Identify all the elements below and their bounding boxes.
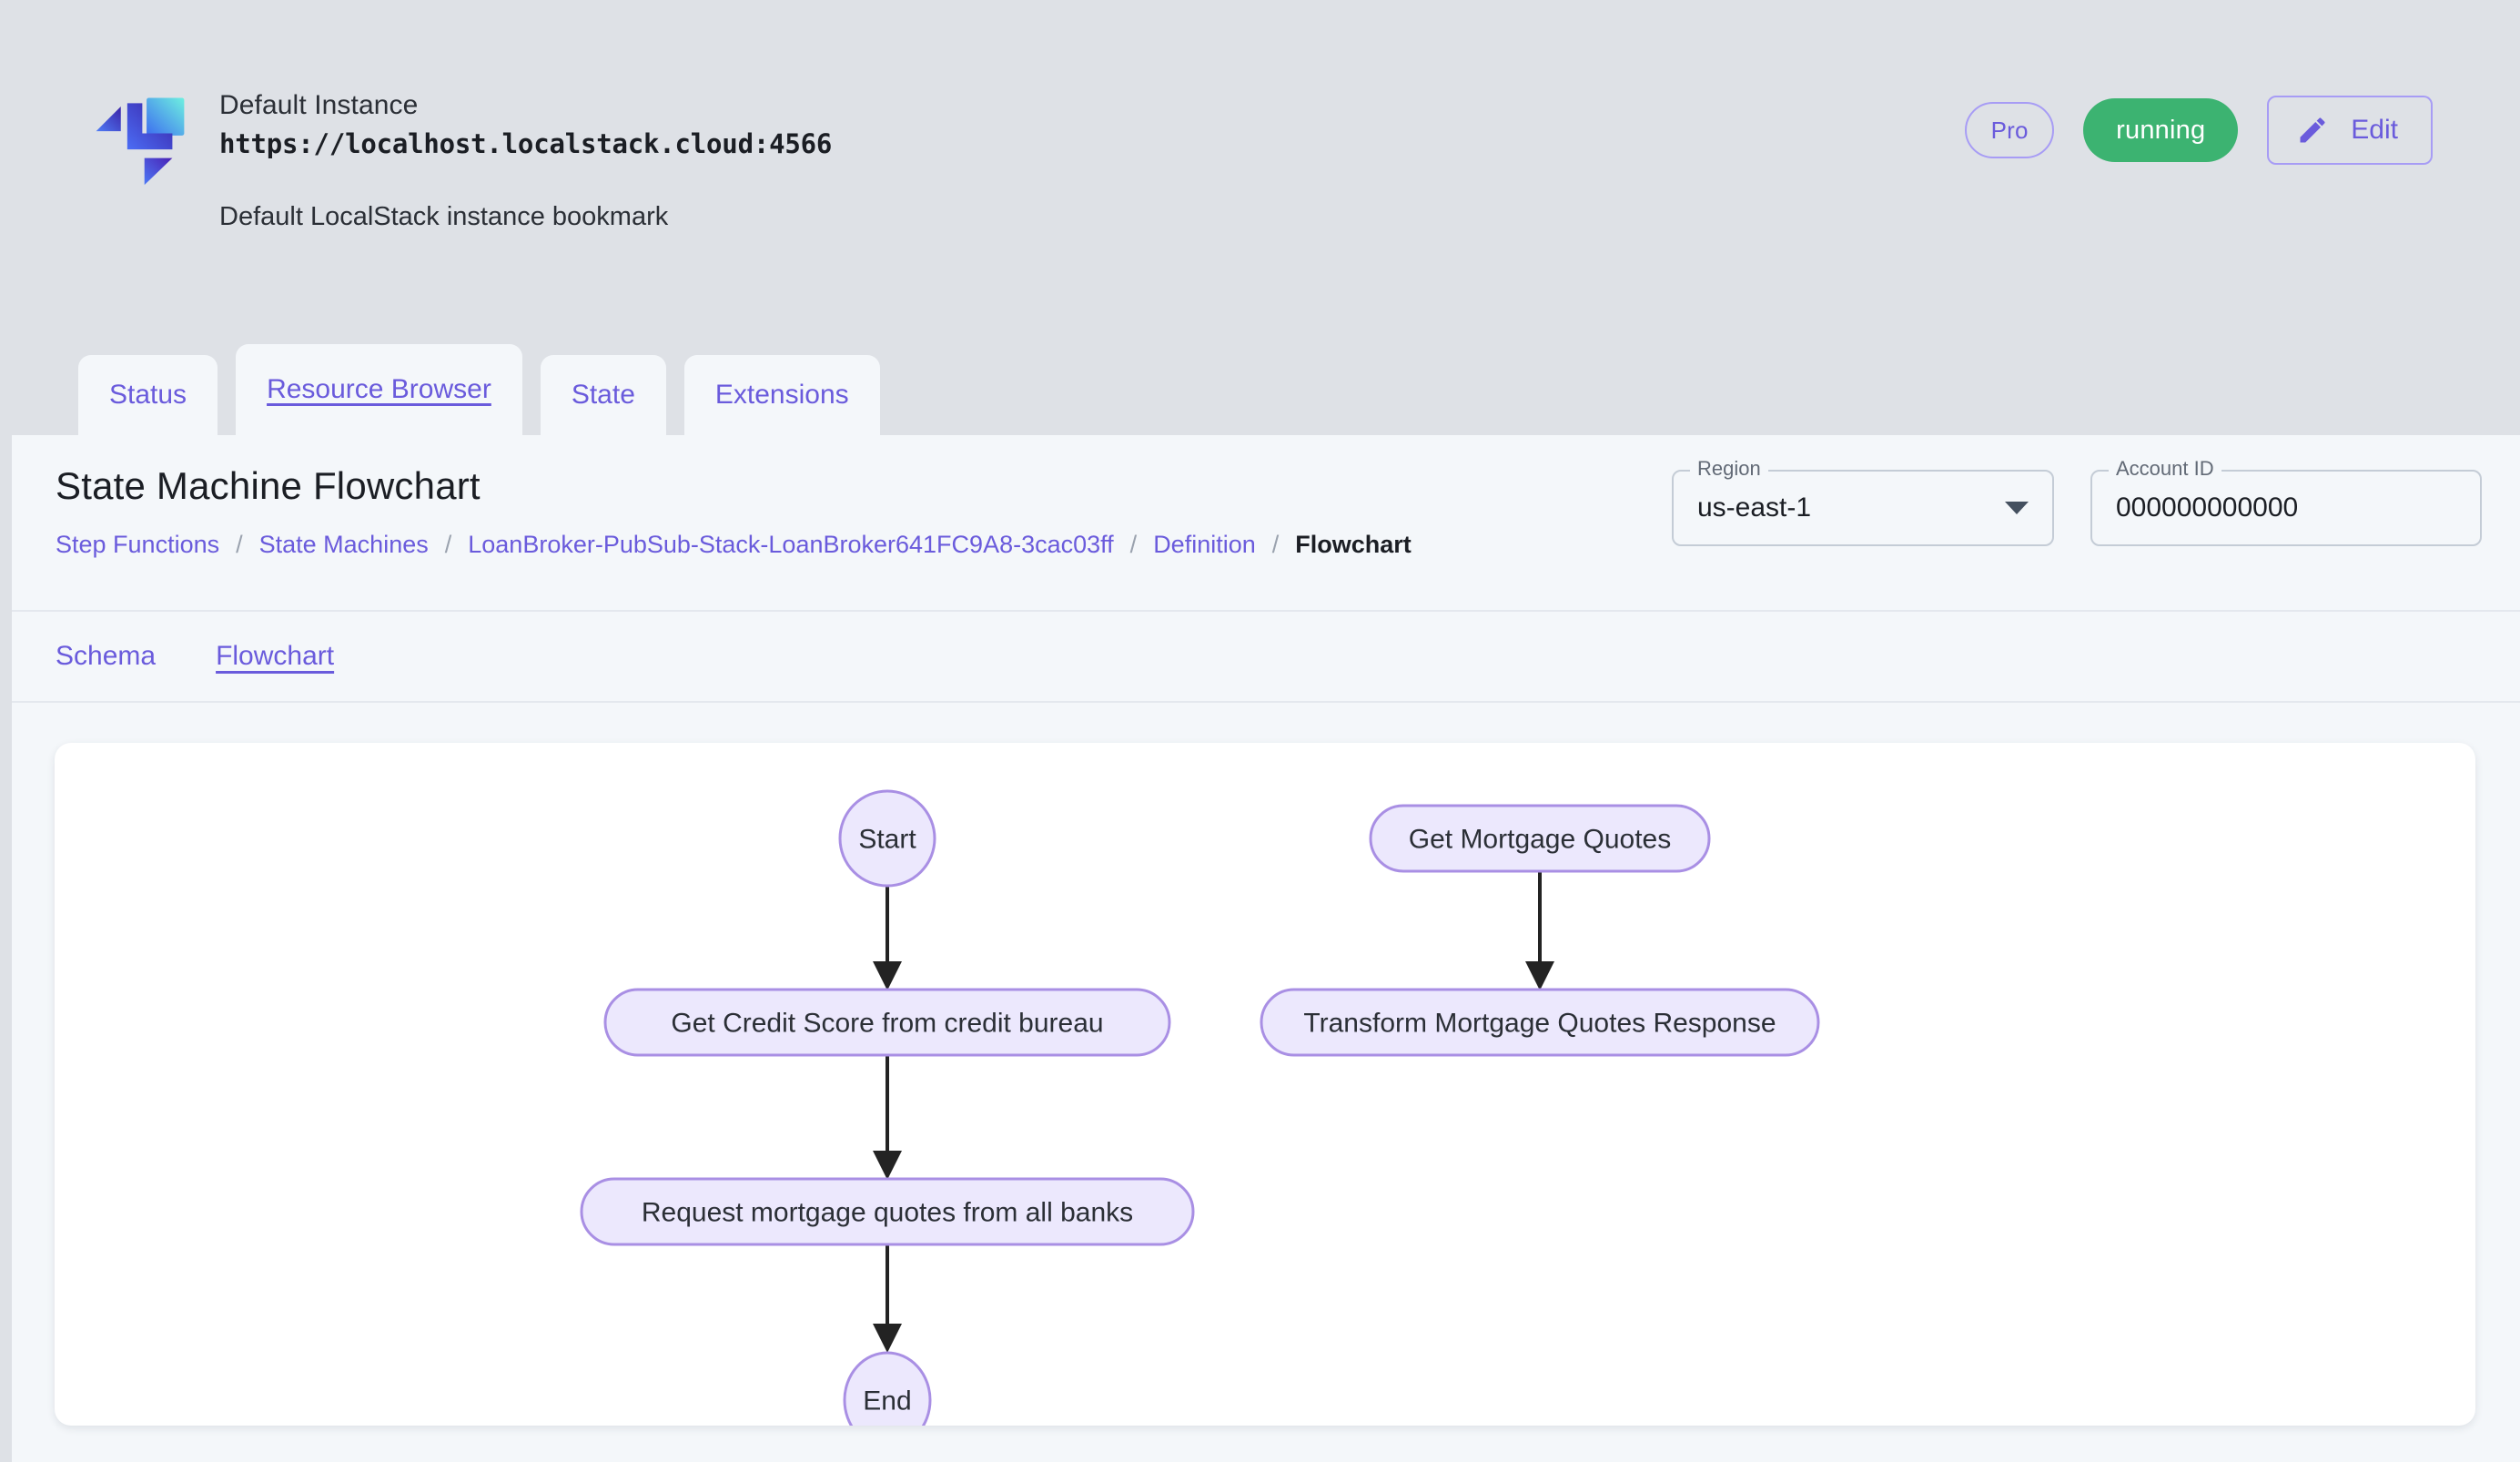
instance-description: Default LocalStack instance bookmark xyxy=(219,201,669,231)
flow-edge-request-to-end xyxy=(873,1244,902,1353)
tab-state-label: State xyxy=(571,380,635,410)
breadcrumb-item-flowchart: Flowchart xyxy=(1295,531,1412,558)
breadcrumb-separator: / xyxy=(1129,531,1138,558)
breadcrumb-item-state-machines[interactable]: State Machines xyxy=(258,531,429,558)
breadcrumb-item-definition[interactable]: Definition xyxy=(1153,531,1256,558)
flow-node-get-mortgage-quotes[interactable]: Get Mortgage Quotes xyxy=(1369,804,1711,873)
breadcrumb-item-step-functions[interactable]: Step Functions xyxy=(56,531,220,558)
flow-node-end[interactable]: End xyxy=(843,1351,932,1426)
secondary-tabs: Schema Flowchart xyxy=(12,612,2520,703)
flow-node-request-mortgage-quotes-label: Request mortgage quotes from all banks xyxy=(642,1198,1133,1228)
breadcrumb-separator: / xyxy=(236,531,243,558)
pro-badge: Pro xyxy=(1965,102,2055,158)
instance-name: Default Instance xyxy=(219,90,419,120)
status-badge: running xyxy=(2083,98,2239,162)
breadcrumb-item-state-machine-name[interactable]: LoanBroker-PubSub-Stack-LoanBroker641FC9… xyxy=(468,531,1114,558)
flow-edge-start-to-credit xyxy=(873,886,902,990)
app-header: Default Instance https://localhost.local… xyxy=(0,0,2520,435)
account-id-value: 000000000000 xyxy=(2116,492,2299,523)
header-actions: Pro running Edit xyxy=(1965,96,2433,165)
region-value: us-east-1 xyxy=(1697,492,1812,523)
tab-resource-browser[interactable]: Resource Browser xyxy=(236,344,522,435)
sub-tab-flowchart[interactable]: Flowchart xyxy=(216,641,335,671)
tab-extensions[interactable]: Extensions xyxy=(683,355,880,435)
instance-summary: Default Instance https://localhost.local… xyxy=(86,77,832,232)
flow-node-start-label: Start xyxy=(858,825,916,855)
flow-edge-quotes-to-transform xyxy=(1525,871,1554,990)
breadcrumb-separator: / xyxy=(1271,531,1280,558)
content-panel: State Machine Flowchart Step Functions /… xyxy=(12,435,2520,1462)
account-id-input[interactable]: Account ID 000000000000 xyxy=(2090,457,2482,546)
header-fields: Region us-east-1 Account ID 000000000000 xyxy=(1672,457,2482,546)
page-header: State Machine Flowchart Step Functions /… xyxy=(12,435,2520,612)
tab-status[interactable]: Status xyxy=(78,355,218,435)
flow-node-end-label: End xyxy=(863,1386,911,1416)
breadcrumb: Step Functions / State Machines / LoanBr… xyxy=(56,531,1412,559)
breadcrumb-separator: / xyxy=(444,531,452,558)
account-id-label: Account ID xyxy=(2109,457,2221,481)
flow-node-transform-mortgage-quotes-response-label: Transform Mortgage Quotes Response xyxy=(1303,1009,1776,1039)
left-gutter xyxy=(0,435,12,1462)
edit-button[interactable]: Edit xyxy=(2267,96,2433,165)
tab-status-label: Status xyxy=(109,380,187,410)
flowchart-card: Start Get Credit Score from credit burea… xyxy=(55,743,2475,1426)
sub-tab-schema[interactable]: Schema xyxy=(56,641,157,671)
tab-state[interactable]: State xyxy=(540,355,666,435)
flow-node-start[interactable]: Start xyxy=(838,789,936,888)
edit-button-label: Edit xyxy=(2351,115,2398,145)
flow-node-get-credit-score-label: Get Credit Score from credit bureau xyxy=(671,1009,1103,1039)
primary-tabs: Status Resource Browser State Extensions xyxy=(78,344,880,435)
flow-edge-credit-to-request xyxy=(873,1055,902,1180)
chevron-down-icon[interactable] xyxy=(2005,502,2029,514)
page-title: State Machine Flowchart xyxy=(56,464,481,507)
region-label: Region xyxy=(1690,457,1768,481)
pencil-icon xyxy=(2296,114,2329,147)
localstack-logo-icon xyxy=(86,83,194,190)
flow-node-get-mortgage-quotes-label: Get Mortgage Quotes xyxy=(1409,825,1672,855)
tab-resource-browser-label: Resource Browser xyxy=(267,374,491,404)
instance-url: https://localhost.localstack.cloud:4566 xyxy=(219,127,833,159)
region-select[interactable]: Region us-east-1 xyxy=(1672,457,2054,546)
state-machine-flowchart: Start Get Credit Score from credit burea… xyxy=(580,789,1820,1426)
flow-node-request-mortgage-quotes[interactable]: Request mortgage quotes from all banks xyxy=(580,1177,1195,1246)
flow-node-get-credit-score[interactable]: Get Credit Score from credit bureau xyxy=(603,988,1171,1057)
tab-extensions-label: Extensions xyxy=(714,380,849,410)
flow-node-transform-mortgage-quotes-response[interactable]: Transform Mortgage Quotes Response xyxy=(1260,988,1820,1057)
